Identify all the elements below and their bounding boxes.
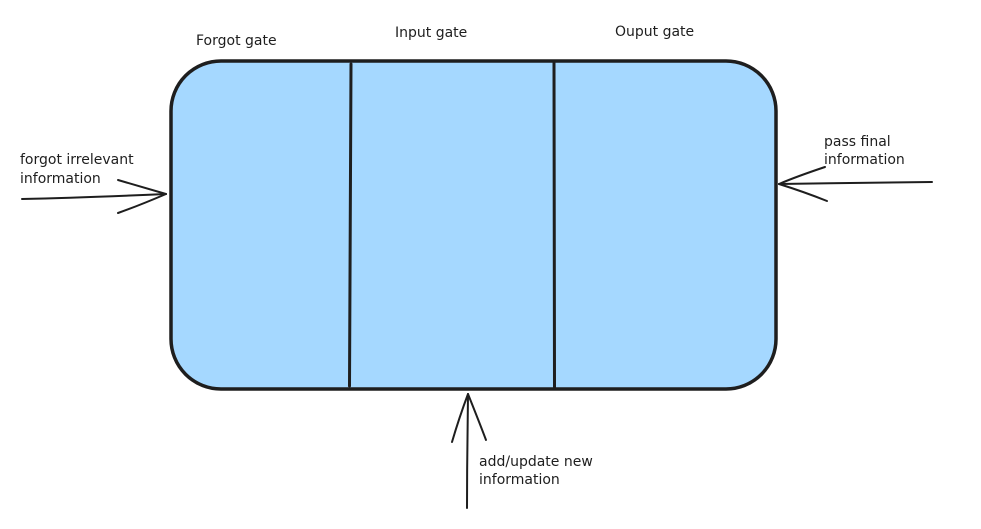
left-arrow-label-line2: information: [20, 171, 101, 187]
left-arrow-head-upper: [117, 179, 167, 195]
right-arrow-head-lower: [778, 183, 828, 202]
input-gate-label: Input gate: [395, 25, 467, 41]
right-arrow-label-line2: information: [824, 152, 905, 168]
output-gate-label: Ouput gate: [615, 24, 694, 40]
divider-input-output: [552, 61, 556, 389]
cell-box: [169, 59, 778, 391]
right-arrow: [778, 166, 933, 202]
left-arrow-shaft: [21, 193, 167, 200]
divider-forget-input: [348, 62, 353, 388]
left-arrow-label-line1: forgot irrelevant: [20, 152, 134, 168]
bottom-arrow-shaft: [466, 393, 469, 509]
right-arrow-head-upper: [778, 166, 826, 185]
left-arrow-head-lower: [117, 193, 167, 214]
right-arrow-label-line1: pass final: [824, 134, 891, 150]
left-arrow: [21, 179, 167, 214]
bottom-arrow-head-left: [451, 393, 469, 443]
bottom-arrow: [451, 393, 487, 509]
forget-gate-label: Forgot gate: [196, 33, 277, 49]
bottom-arrow-label-line2: information: [479, 472, 560, 488]
bottom-arrow-label-line1: add/update new: [479, 454, 593, 470]
right-arrow-shaft: [778, 181, 933, 185]
bottom-arrow-head-right: [467, 393, 487, 441]
